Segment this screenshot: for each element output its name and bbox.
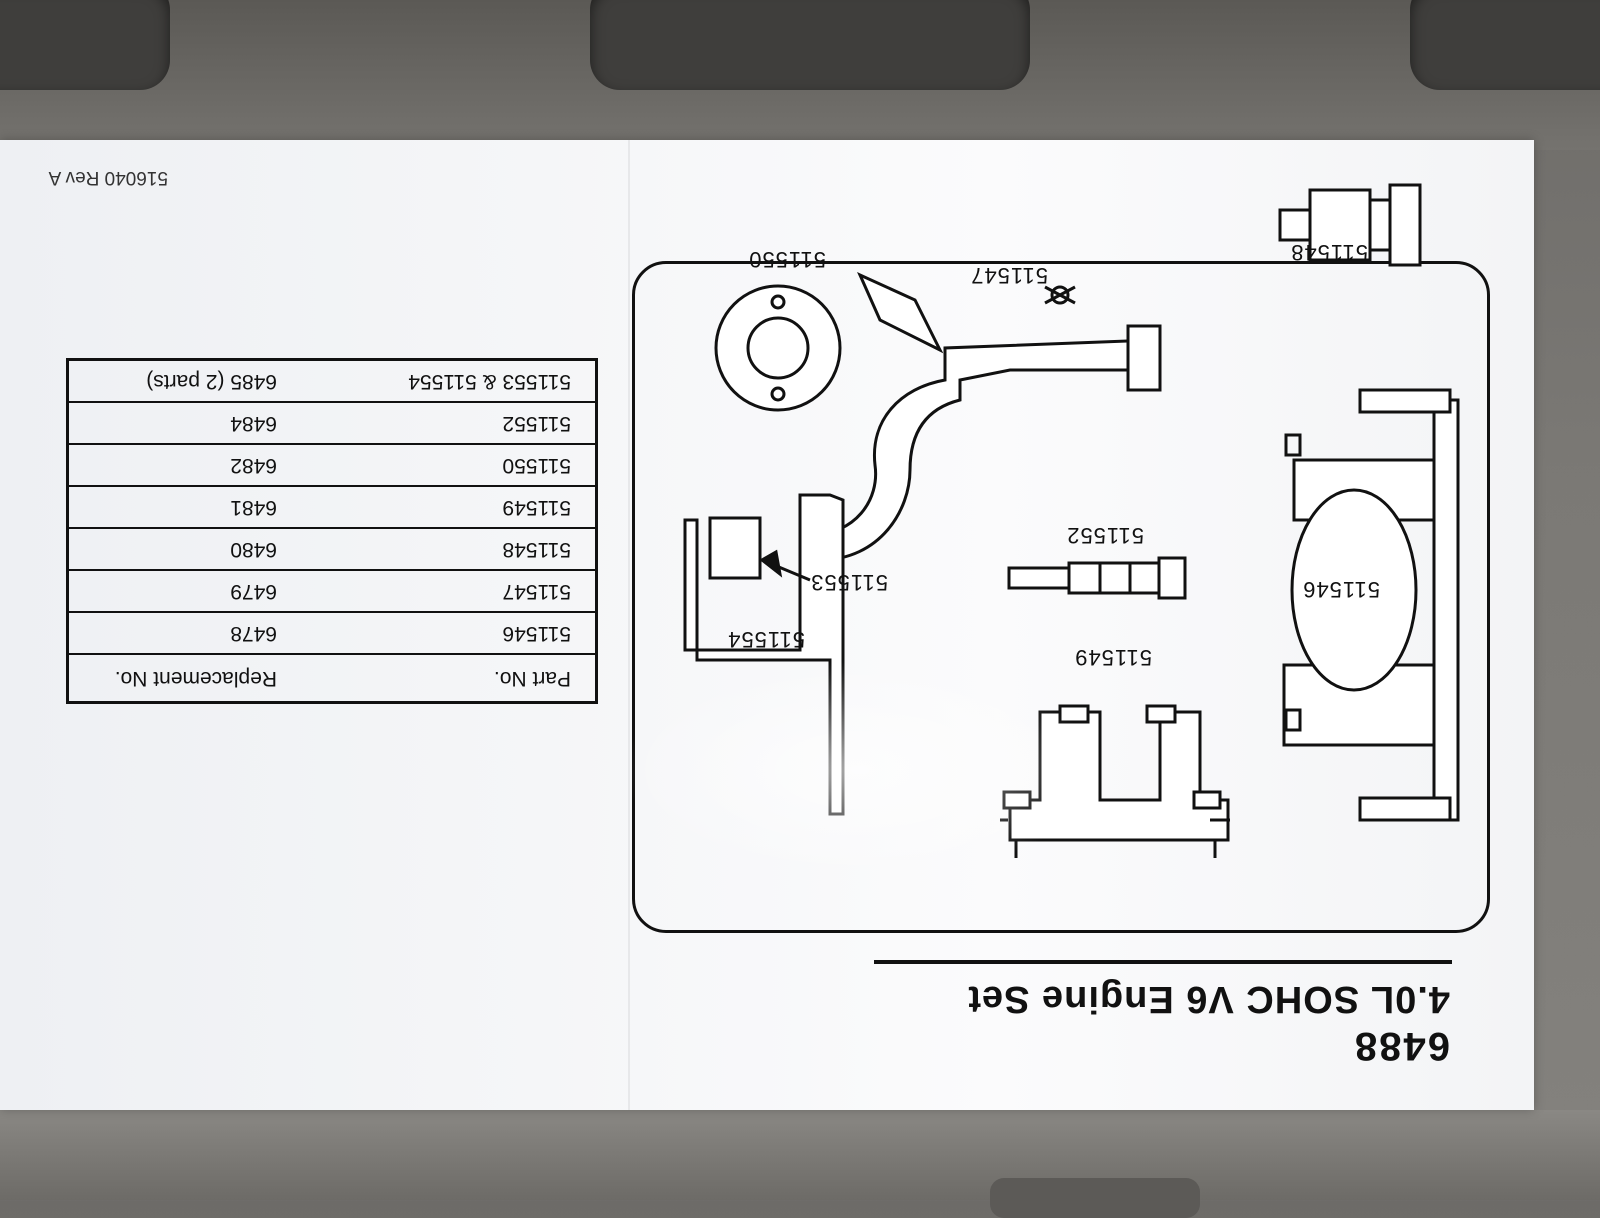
header-part-no: Part No. xyxy=(301,654,597,703)
replacement-no-cell: 6478 xyxy=(67,612,301,654)
tool-case-base xyxy=(0,1110,1600,1200)
tool-511546-drawing xyxy=(1282,388,1460,822)
case-slot xyxy=(1410,0,1600,90)
table-row: 511546 6478 xyxy=(67,612,597,654)
replacement-no-cell: 6481 xyxy=(67,486,301,528)
tool-case-lid xyxy=(0,0,1600,150)
label-511550: 511550 xyxy=(748,247,826,272)
part-no-cell: 511548 xyxy=(301,528,597,570)
label-511546: 511546 xyxy=(1302,577,1380,602)
part-no-cell: 511552 xyxy=(301,402,597,444)
replacement-no-cell: 6479 xyxy=(67,570,301,612)
label-511554: 511554 xyxy=(727,627,805,652)
part-no-cell: 511547 xyxy=(301,570,597,612)
table-row: 511550 6482 xyxy=(67,444,597,486)
replacement-no-cell: 6485 (2 parts) xyxy=(67,359,301,402)
replacement-no-cell: 6482 xyxy=(67,444,301,486)
header-replacement-no: Replacement No. xyxy=(67,654,301,703)
table-row: 511549 6481 xyxy=(67,486,597,528)
table-row: 511552 6484 xyxy=(67,402,597,444)
table-row: 511548 6480 xyxy=(67,528,597,570)
document-revision-code: 516040 Rev A xyxy=(48,167,168,188)
tool-511552-drawing xyxy=(1007,556,1187,600)
label-511548: 511548 xyxy=(1290,240,1368,265)
tool-511553-drawing xyxy=(683,493,845,816)
tool-511550-drawing xyxy=(714,284,842,412)
replacement-no-cell: 6480 xyxy=(67,528,301,570)
label-511547: 511547 xyxy=(970,263,1048,288)
label-511549: 511549 xyxy=(1074,645,1152,670)
label-511552: 511552 xyxy=(1066,523,1144,548)
part-no-cell: 511546 xyxy=(301,612,597,654)
tool-511548-drawing xyxy=(1278,183,1422,267)
table-header-row: Part No. Replacement No. xyxy=(67,654,597,703)
table-row: 511547 6479 xyxy=(67,570,597,612)
tool-511547-drawing xyxy=(807,272,1162,562)
part-no-cell: 511549 xyxy=(301,486,597,528)
replacement-no-cell: 6484 xyxy=(67,402,301,444)
part-no-cell: 511553 & 511554 xyxy=(301,359,597,402)
table-row: 511553 & 511554 6485 (2 parts) xyxy=(67,359,597,402)
light-glare xyxy=(620,660,1100,880)
label-511553: 511553 xyxy=(810,570,888,595)
case-slot xyxy=(0,0,170,90)
parts-table: Part No. Replacement No. 511546 6478 511… xyxy=(66,358,598,704)
part-no-cell: 511550 xyxy=(301,444,597,486)
case-slot xyxy=(590,0,1030,90)
